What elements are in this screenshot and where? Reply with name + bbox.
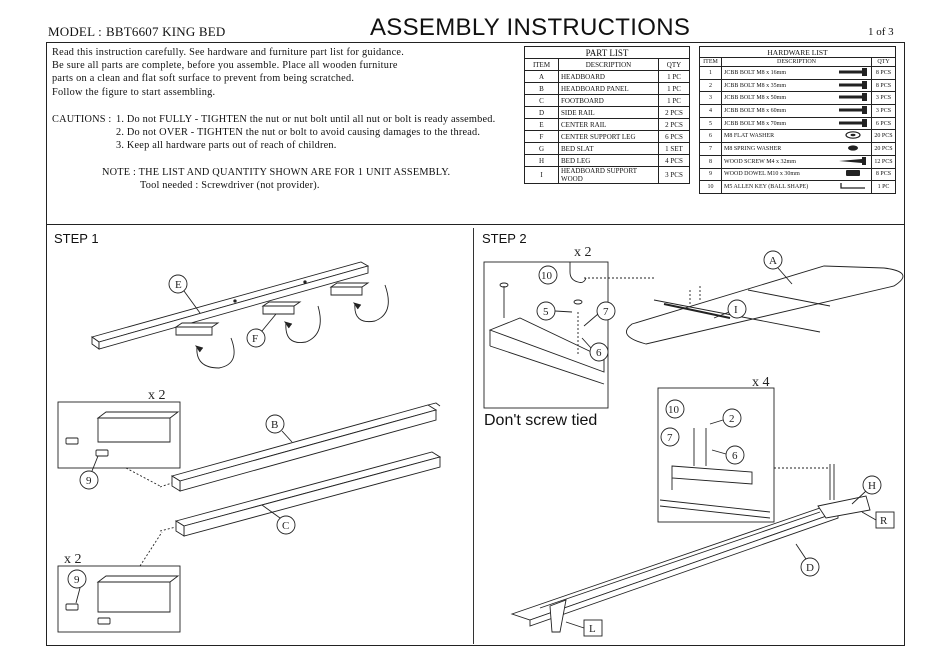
- tag-allen-key-10: 10: [541, 270, 553, 282]
- hardware-qty: 6 PCS: [871, 116, 896, 131]
- tag-bolt-5: 5: [543, 306, 549, 318]
- intro-line: Follow the figure to start assembling.: [52, 86, 216, 98]
- intro-text: Read this instruction carefully. See har…: [52, 46, 522, 99]
- side-rail-drawing: [510, 495, 871, 633]
- tag-f: F: [252, 333, 258, 345]
- headboard-panel-drawing: [159, 402, 441, 492]
- step2-label: STEP 2: [482, 231, 527, 246]
- step2-detail-top: [483, 261, 656, 409]
- step-divider: [46, 224, 905, 225]
- model-line: MODEL : BBT6607 KING BED: [48, 24, 225, 40]
- hardware-qty: 12 PCS: [871, 154, 896, 169]
- cautions-label: CAUTIONS :: [52, 114, 112, 125]
- page-number: 1 of 3: [868, 26, 894, 38]
- intro-line: Read this instruction carefully. See har…: [52, 47, 405, 58]
- footboard-drawing: [159, 451, 442, 537]
- tool-needed: Tool needed : Screwdriver (not provider)…: [140, 180, 320, 192]
- tag-bolt-2: 2: [729, 413, 735, 425]
- intro-line: Be sure all parts are complete, before y…: [52, 60, 398, 72]
- dont-screw-tied-warning: Don't screw tied: [484, 412, 598, 429]
- intro-line: parts on a clean and flat soft surface t…: [52, 73, 355, 85]
- tag-d: D: [806, 562, 814, 574]
- hardware-desc: M5 ALLEN KEY (BALL SHAPE): [721, 180, 836, 194]
- instruction-frame: [46, 42, 905, 646]
- tag-flat-washer-6: 6: [596, 347, 602, 359]
- caution-item: 3. Keep all hardware parts out of reach …: [116, 140, 337, 152]
- tag-spring-washer-7: 7: [603, 306, 609, 318]
- part-item: I: [524, 166, 559, 184]
- part-qty: 3 PCS: [658, 166, 690, 184]
- multiplier-bottom: x 2: [64, 552, 82, 567]
- hardware-qty: 1 PC: [871, 180, 896, 194]
- tag-b: B: [271, 419, 278, 431]
- step1-panel: [48, 228, 474, 644]
- hw-header-qty: QTY: [871, 57, 896, 67]
- note: NOTE : THE LIST AND QUANTITY SHOWN ARE F…: [102, 166, 450, 192]
- hardware-qty: 20 PCS: [871, 142, 896, 156]
- tag-a: A: [769, 255, 777, 267]
- tag-c: C: [282, 520, 289, 532]
- caution-item: 2. Do not OVER - TIGHTEN the nut or bolt…: [116, 127, 481, 139]
- caution-item: 1. Do not FULLY - TIGHTEN the nut or nut…: [116, 114, 496, 125]
- tag-l: L: [589, 623, 596, 635]
- tag-dowel-9: 9: [86, 475, 92, 487]
- tag-r: R: [880, 515, 888, 527]
- multiplier-step2-right: x 4: [752, 375, 770, 390]
- step1-tags: [67, 274, 296, 604]
- step1-label: STEP 1: [54, 231, 99, 246]
- headboard-drawing: [626, 265, 904, 345]
- tag-i: I: [734, 304, 738, 316]
- part-desc: HEADBOARD SUPPORT WOOD: [558, 166, 659, 184]
- model-label: MODEL :: [48, 24, 102, 39]
- support-leg-drawing: [174, 282, 389, 369]
- tag-dowel-9: 9: [74, 574, 80, 586]
- note-line: NOTE : THE LIST AND QUANTITY SHOWN ARE F…: [102, 167, 451, 178]
- page-title: ASSEMBLY INSTRUCTIONS: [370, 14, 691, 41]
- multiplier-step2-top: x 2: [574, 245, 592, 260]
- allen-key-icon: [835, 180, 872, 194]
- tag-spring-washer-7: 7: [667, 432, 673, 444]
- model-value: BBT6607 KING BED: [106, 24, 226, 39]
- center-rail-drawing: [90, 261, 370, 350]
- tag-e: E: [175, 279, 182, 291]
- cautions: CAUTIONS : 1. Do not FULLY - TIGHTEN the…: [52, 113, 532, 153]
- tag-flat-washer-6: 6: [732, 450, 738, 462]
- step2-tags: [536, 250, 895, 637]
- multiplier-top: x 2: [148, 388, 166, 403]
- dowel-detail-top: [57, 401, 181, 487]
- tag-allen-key-10: 10: [668, 404, 680, 416]
- tag-h: H: [868, 480, 876, 492]
